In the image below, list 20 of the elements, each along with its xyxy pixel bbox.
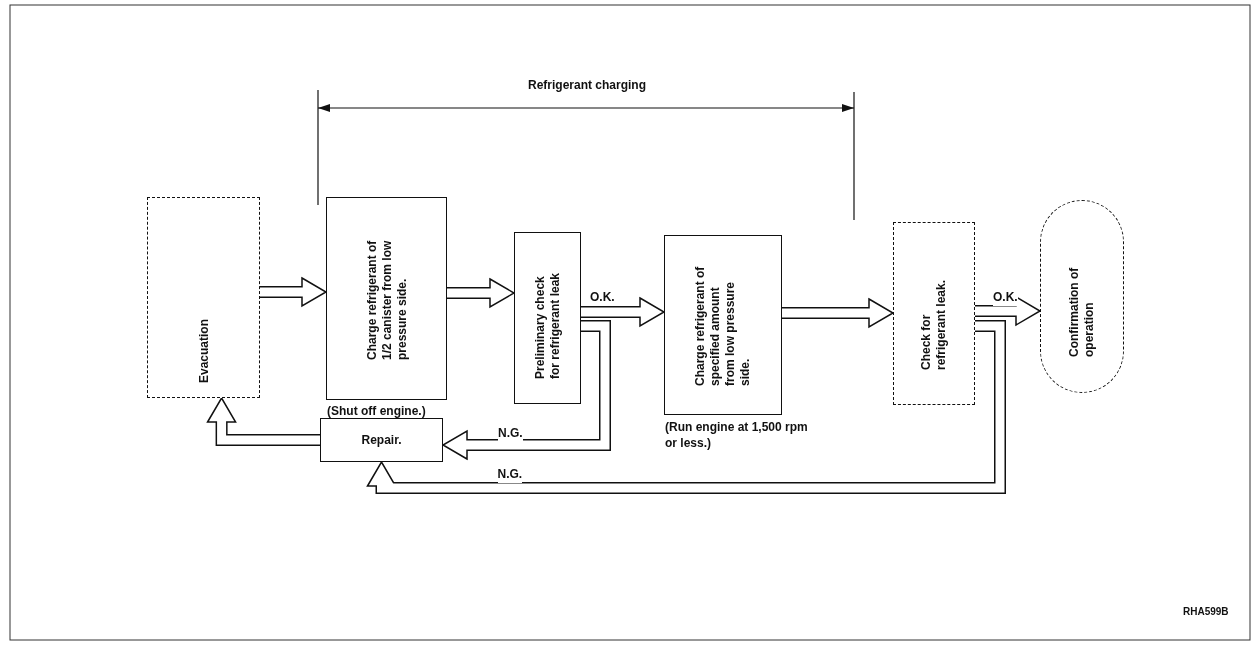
edge-label: O.K.	[993, 290, 1018, 306]
edge-label: N.G.	[498, 426, 523, 442]
note-text: (Shut off engine.)	[327, 404, 426, 420]
step-text: Evacuation	[196, 317, 211, 383]
process-box	[893, 222, 975, 405]
process-box	[320, 418, 443, 462]
figure-code: RHA599B	[1183, 605, 1229, 618]
process-box	[326, 197, 447, 400]
process-box	[664, 235, 782, 415]
process-box	[514, 232, 581, 404]
step-text: Repair.	[360, 433, 403, 447]
note-text: (Run engine at 1,500 rpm or less.)	[665, 420, 809, 452]
step-text: Confirmation of operation	[1067, 266, 1097, 357]
edge-label: N.G.	[497, 467, 523, 483]
step-text: Charge refrigerant of 1/2 canister from low pressure side.	[364, 239, 409, 360]
step-text: Charge refrigerant of specified amount from low pressure side.	[693, 265, 753, 386]
step-text: Check for refrigerant leak.	[919, 278, 949, 370]
dimension-label: Refrigerant charging	[528, 78, 647, 94]
process-box	[147, 197, 260, 398]
step-text: Preliminary check for refrigerant leak	[532, 271, 563, 379]
